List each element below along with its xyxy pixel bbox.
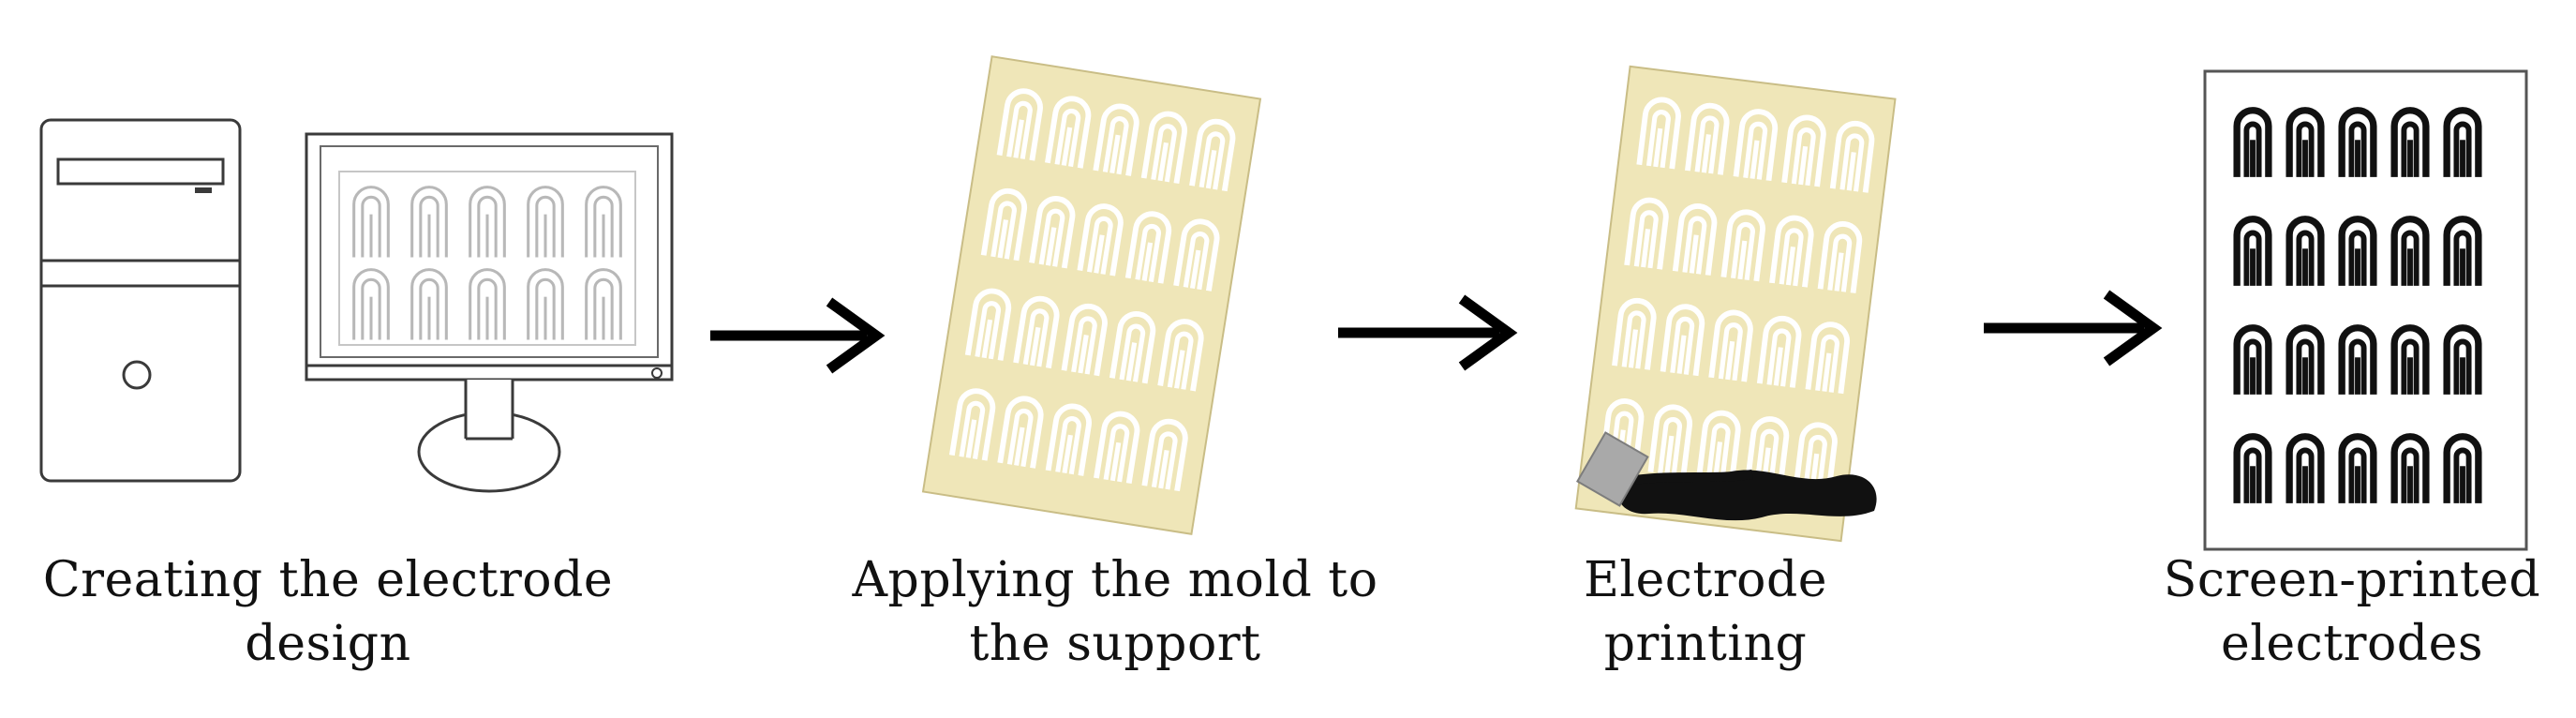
electrode-card-icon [2203, 69, 2528, 551]
caption-line: electrodes [2220, 616, 2484, 672]
arrow-right-icon [1984, 290, 2163, 366]
step-caption-design: Creating the electrode design [19, 548, 637, 676]
step-caption-printing: Electrode printing [1509, 548, 1902, 676]
squeegee-icon [1575, 431, 1649, 507]
ink-smear [1616, 470, 1877, 521]
caption-line: Screen-printed [2163, 552, 2541, 608]
computer-tower-icon [39, 118, 242, 483]
caption-line: Applying the mold to [852, 552, 1378, 608]
printing-sheet-icon [1574, 65, 1897, 543]
caption-line: printing [1603, 616, 1808, 672]
arrow-right-icon [710, 297, 886, 374]
caption-line: Creating the electrode [42, 552, 614, 608]
monitor-icon [305, 132, 674, 493]
step-caption-result: Screen-printed electrodes [2137, 548, 2568, 676]
step-caption-mold: Applying the mold to the support [825, 548, 1406, 676]
mold-sheet-icon [921, 55, 1262, 535]
arrow-right-icon [1338, 294, 1518, 371]
caption-line: the support [969, 616, 1261, 672]
caption-line: design [245, 616, 411, 672]
caption-line: Electrode [1583, 552, 1828, 608]
